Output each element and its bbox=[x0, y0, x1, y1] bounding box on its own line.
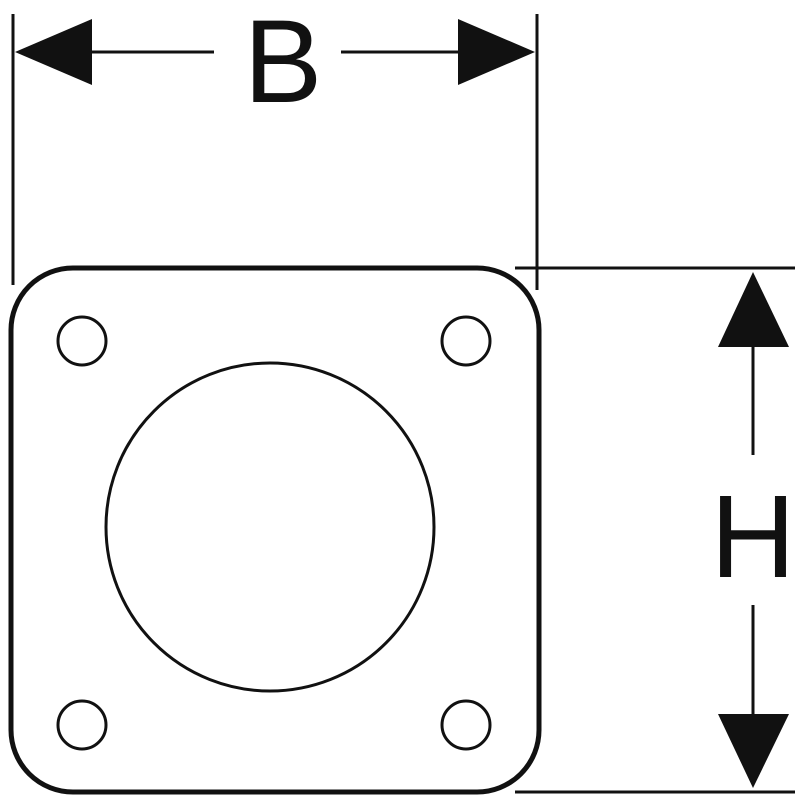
width-dimension-label: B bbox=[244, 0, 323, 128]
bolt-hole-top-left bbox=[56, 315, 108, 367]
bolt-hole-bottom-right bbox=[440, 699, 492, 751]
height-dimension-label: H bbox=[710, 471, 795, 603]
height-arrowhead-top bbox=[718, 272, 789, 347]
width-dimension: B bbox=[11, 0, 539, 290]
width-arrowhead-left bbox=[15, 19, 92, 85]
height-arrowhead-bottom bbox=[718, 714, 789, 788]
height-dimension: H bbox=[515, 266, 796, 794]
width-arrowhead-right bbox=[458, 19, 535, 85]
bolt-hole-top-right bbox=[440, 315, 492, 367]
flange-plate bbox=[8, 265, 542, 795]
center-opening bbox=[104, 361, 436, 693]
bolt-hole-bottom-left bbox=[56, 699, 108, 751]
